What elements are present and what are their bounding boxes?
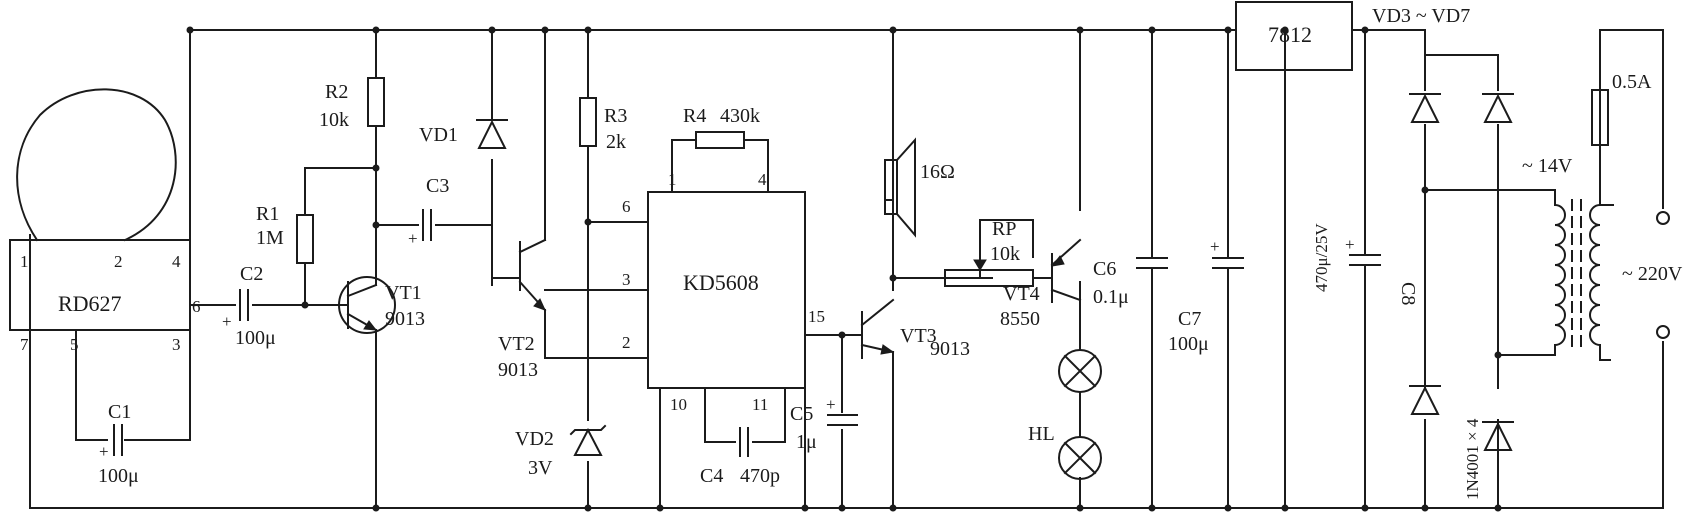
c1-ref: C1 — [108, 401, 131, 423]
transistor-vt2: VT2 9013 — [491, 238, 547, 381]
capacitor-c5: + C5 1μ — [790, 395, 858, 453]
regulator-7812: 7812 — [1235, 1, 1353, 71]
c3-ref: C3 — [426, 175, 449, 197]
rd627-part-label: RD627 — [58, 291, 122, 316]
capacitor-c3: + C3 — [408, 175, 449, 248]
transistor-vt4: VT4 8550 — [1000, 238, 1082, 330]
vd2-ref: VD2 — [515, 428, 554, 450]
rp-ref: RP — [992, 218, 1016, 240]
r3-value: 2k — [606, 131, 626, 153]
transformer: ~ 14V — [1522, 155, 1602, 351]
r4-value: 430k — [720, 105, 760, 127]
rd627-pin-3: 3 — [172, 335, 181, 354]
vt2-part: 9013 — [498, 359, 538, 381]
bridge-ref: VD3 ~ VD7 — [1372, 5, 1470, 27]
vd1-ref: VD1 — [419, 124, 458, 146]
c5-polarity: + — [826, 395, 836, 414]
potentiometer-rp: RP 10k — [944, 218, 1034, 287]
lamp-ref: HL — [1028, 423, 1055, 445]
r2-value: 10k — [319, 109, 349, 131]
ic-pin-15: 15 — [808, 307, 825, 326]
c2-polarity: + — [222, 312, 232, 331]
zener-diode-vd2: VD2 3V — [515, 424, 607, 479]
vt2-ref: VT2 — [498, 333, 535, 355]
capacitor-c4: C4 470p — [700, 427, 780, 487]
rd627-pin-2: 2 — [114, 252, 123, 271]
junction-dots — [186, 26, 1502, 512]
wiring — [29, 29, 1664, 509]
rd627-sensor: RD627 1 2 4 6 7 5 3 — [9, 88, 201, 354]
bridge-part: 1N4001 × 4 — [1463, 418, 1482, 500]
vd2-value: 3V — [528, 457, 553, 479]
capacitor-c2: + C2 100μ — [222, 263, 276, 349]
ic-pin-3: 3 — [622, 270, 631, 289]
resistor-r2: R2 10k — [319, 77, 385, 131]
ic-pin-2: 2 — [622, 333, 631, 352]
ic-pin-10: 10 — [670, 395, 687, 414]
resistor-r3: R3 2k — [579, 97, 627, 153]
capacitor-c6: C6 0.1μ — [1093, 257, 1168, 308]
c7-value: 100μ — [1168, 333, 1209, 355]
r2-ref: R2 — [325, 81, 348, 103]
capacitor-c7: + C7 100μ — [1168, 237, 1244, 355]
bridge-rectifier: VD3 ~ VD7 1N4001 × 4 — [1372, 5, 1514, 500]
transistor-vt1: VT1 9013 — [338, 276, 425, 334]
secondary-voltage: ~ 14V — [1522, 155, 1573, 177]
c7-ref: C7 — [1178, 308, 1201, 330]
capacitor-c8: + C8 470μ/25V — [1312, 223, 1419, 306]
c8-value: 470μ/25V — [1312, 223, 1331, 292]
vt3-ref: VT3 — [900, 325, 937, 347]
rp-value: 10k — [990, 243, 1020, 265]
r1-value: 1M — [256, 227, 284, 249]
vt4-ref: VT4 — [1003, 283, 1040, 305]
resistor-r4: R4 430k — [683, 105, 760, 149]
c6-value: 0.1μ — [1093, 286, 1129, 308]
rd627-pin-7: 7 — [20, 335, 29, 354]
ic-part-label: KD5608 — [683, 270, 759, 295]
c2-ref: C2 — [240, 263, 263, 285]
rd627-pin-1: 1 — [20, 252, 29, 271]
rd627-pin-5: 5 — [70, 335, 79, 354]
c8-ref: C8 — [1397, 282, 1419, 305]
vt1-ref: VT1 — [385, 282, 422, 304]
regulator-part: 7812 — [1268, 22, 1312, 47]
c1-value: 100μ — [98, 465, 139, 487]
c3-polarity: + — [408, 229, 418, 248]
r1-ref: R1 — [256, 203, 279, 225]
rd627-pin-6: 6 — [192, 297, 201, 316]
c7-polarity: + — [1210, 237, 1220, 256]
c2-value: 100μ — [235, 327, 276, 349]
c4-ref: C4 — [700, 465, 723, 487]
capacitor-c1: + C1 100μ — [98, 401, 139, 487]
c1-polarity: + — [99, 442, 109, 461]
transistor-vt3: VT3 9013 — [860, 298, 970, 360]
resistor-r1: R1 1M — [256, 203, 314, 264]
mains-input: ~ 220V — [1622, 211, 1683, 339]
fuse-0-5a: 0.5A — [1591, 71, 1652, 146]
r4-ref: R4 — [683, 105, 706, 127]
ic-pin-1: 1 — [668, 170, 677, 189]
ic-pin-11: 11 — [752, 395, 768, 414]
speaker-value: 16Ω — [920, 161, 955, 183]
ic-pin-6: 6 — [622, 197, 631, 216]
c5-value: 1μ — [796, 431, 817, 453]
vt4-part: 8550 — [1000, 308, 1040, 330]
c5-ref: C5 — [790, 403, 813, 425]
c4-value: 470p — [740, 465, 780, 487]
fuse-rating: 0.5A — [1612, 71, 1652, 93]
vt1-part: 9013 — [385, 308, 425, 330]
lamp-hl: HL — [1028, 349, 1102, 480]
ic-pin-4: 4 — [758, 170, 767, 189]
ic-kd5608: KD5608 1 4 6 3 2 15 10 11 — [622, 170, 825, 414]
mains-voltage: ~ 220V — [1622, 263, 1683, 285]
r3-ref: R3 — [604, 105, 627, 127]
rd627-pin-4: 4 — [172, 252, 181, 271]
vt3-part: 9013 — [930, 338, 970, 360]
c8-polarity: + — [1345, 235, 1355, 254]
c6-ref: C6 — [1093, 258, 1116, 280]
diode-vd1: VD1 — [419, 119, 508, 149]
speaker-16-ohm: 16Ω — [884, 137, 955, 238]
